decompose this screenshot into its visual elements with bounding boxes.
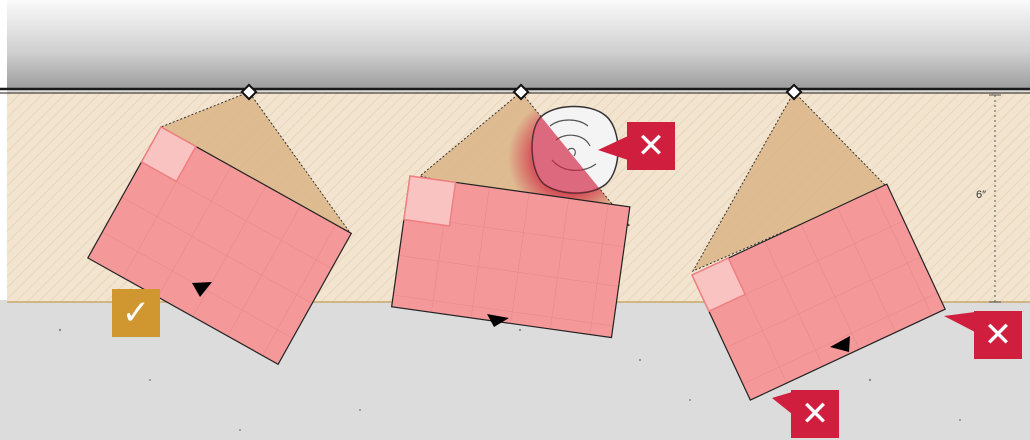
ok-badge: ✓ — [112, 289, 160, 337]
close-icon: ✕ — [636, 126, 666, 166]
check-icon: ✓ — [121, 293, 151, 333]
dimension-label: 6″ — [976, 189, 987, 201]
dimension-line — [989, 94, 1001, 303]
placement-1 — [87, 83, 353, 366]
error-badge-edge: ✕ — [974, 311, 1022, 359]
callout-pointer — [772, 392, 792, 414]
placement-3 — [691, 83, 975, 414]
callout-pointer — [944, 312, 975, 332]
error-badge-bottom: ✕ — [791, 390, 839, 438]
device-tile — [390, 175, 631, 339]
floor-speckles — [58, 318, 961, 431]
anchor-point — [240, 83, 258, 101]
wall-band — [0, 0, 1030, 88]
direction-arrow — [487, 314, 509, 327]
callout-pointer — [598, 136, 628, 160]
direction-arrow — [830, 336, 850, 352]
tile-corner — [140, 125, 197, 183]
close-icon: ✕ — [983, 315, 1013, 355]
tile-corner — [691, 257, 747, 313]
anchor-point — [785, 83, 803, 101]
device-tile — [87, 125, 353, 366]
view-cone — [691, 91, 888, 273]
tile-corner — [403, 175, 457, 227]
device-tile — [691, 183, 946, 401]
view-cone — [159, 91, 352, 235]
left-edge — [0, 0, 7, 300]
obstacle-detail — [549, 119, 597, 171]
anchor-point — [512, 83, 530, 101]
close-icon: ✕ — [800, 394, 830, 434]
error-badge-obstacle: ✕ — [627, 122, 675, 170]
direction-arrow — [192, 282, 212, 297]
